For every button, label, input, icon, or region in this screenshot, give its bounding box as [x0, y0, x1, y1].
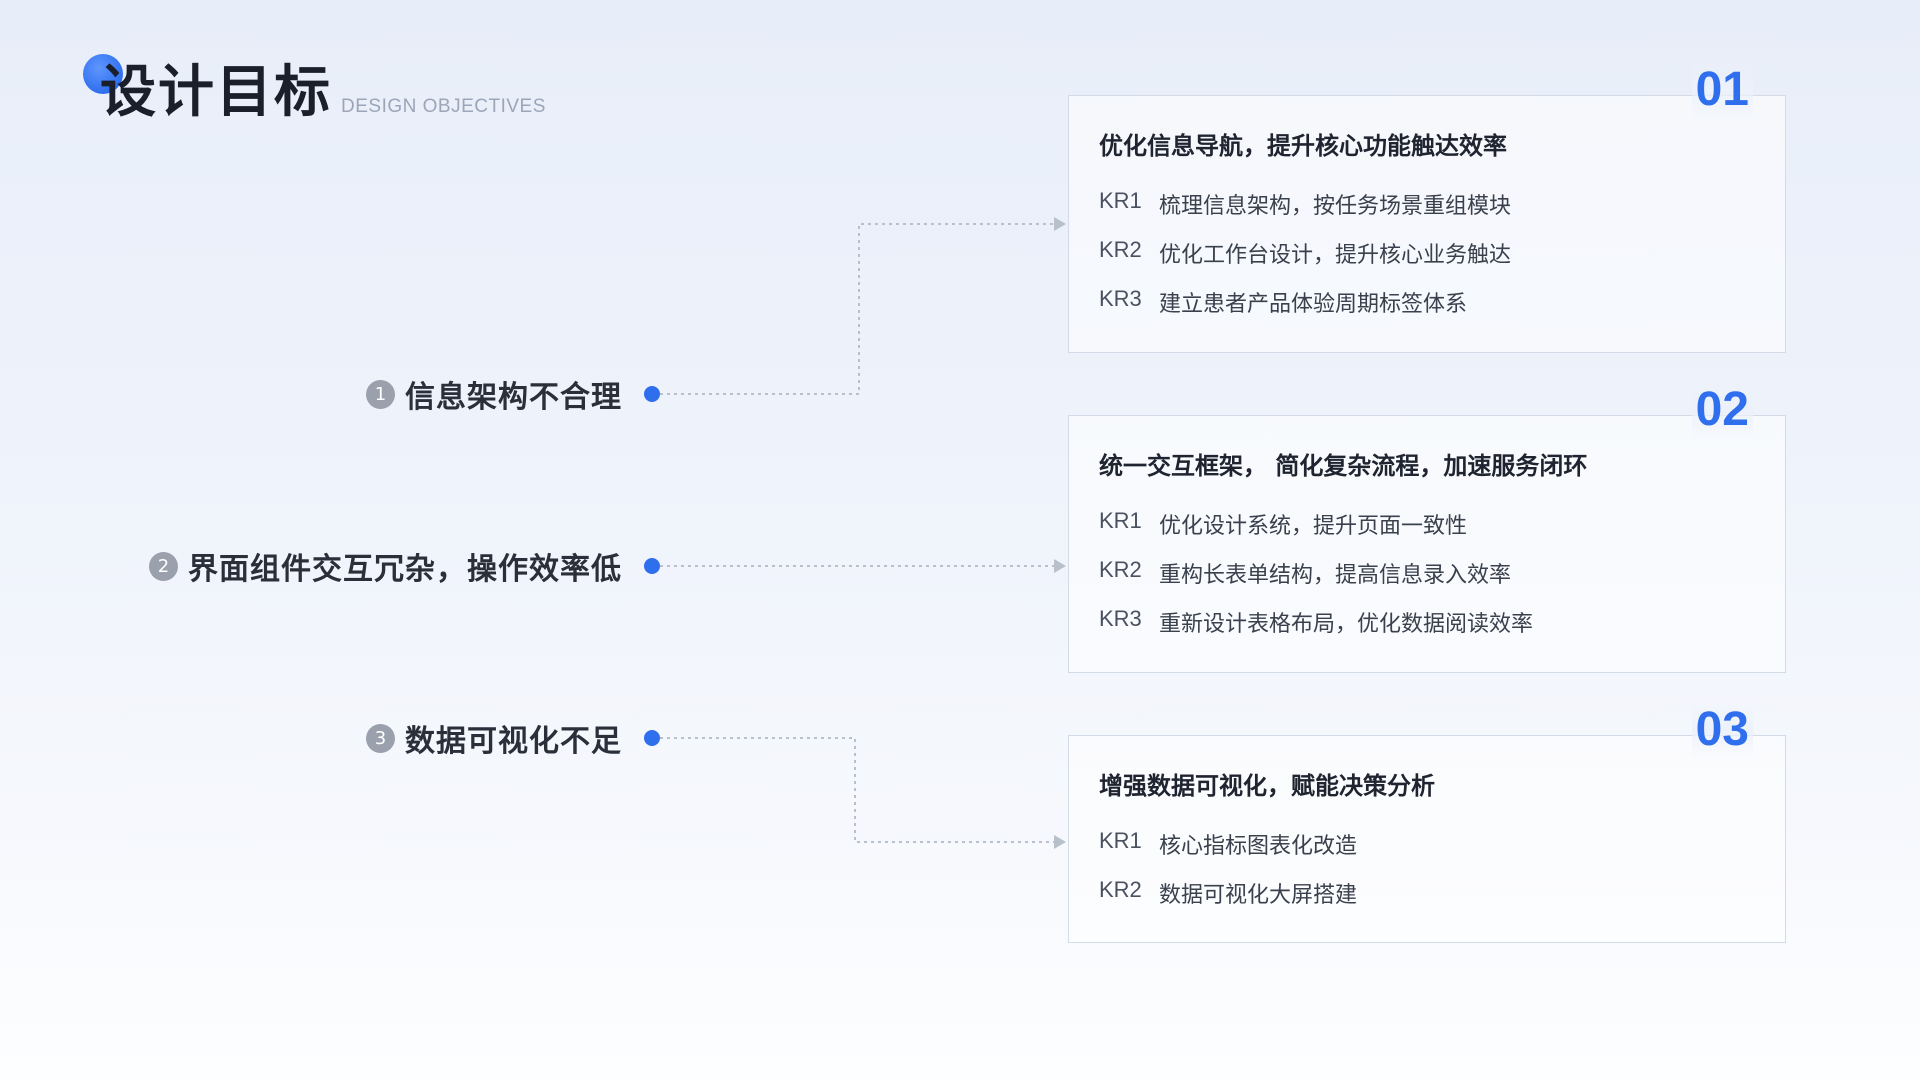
- problem-dot-2: [644, 558, 660, 574]
- problem-number-badge: 1: [366, 379, 395, 409]
- problem-dot-3: [644, 730, 660, 746]
- kr-row: KR2 重构长表单结构，提高信息录入效率: [1099, 557, 1511, 589]
- connector-arrow-2: [1054, 559, 1066, 573]
- connector-arrow-3: [1054, 835, 1066, 849]
- problem-dot-1: [644, 386, 660, 402]
- kr-row: KR3 重新设计表格布局，优化数据阅读效率: [1099, 606, 1533, 638]
- kr-code: KR1: [1099, 508, 1142, 533]
- connector-line-3: [660, 737, 1056, 843]
- problem-number-badge: 2: [149, 551, 178, 581]
- kr-code: KR1: [1099, 188, 1142, 213]
- kr-code: KR3: [1099, 286, 1142, 311]
- connector-line-1: [660, 223, 1056, 395]
- problem-label: 信息架构不合理: [405, 380, 622, 415]
- problem-item-2: 2 界面组件交互冗杂，操作效率低: [149, 544, 622, 588]
- objective-number: 01: [1691, 60, 1753, 120]
- kr-text: 优化设计系统，提升页面一致性: [1159, 514, 1468, 539]
- problem-label: 界面组件交互冗杂，操作效率低: [188, 552, 622, 587]
- kr-row: KR1 核心指标图表化改造: [1099, 828, 1357, 860]
- connector-arrow-1: [1054, 217, 1066, 231]
- objective-number: 02: [1691, 380, 1753, 440]
- kr-text: 重新设计表格布局，优化数据阅读效率: [1159, 612, 1534, 637]
- kr-code: KR2: [1099, 237, 1142, 262]
- kr-row: KR2 优化工作台设计，提升核心业务触达: [1099, 237, 1511, 269]
- kr-code: KR2: [1099, 557, 1142, 582]
- problem-item-1: 1 信息架构不合理: [366, 372, 622, 416]
- objective-heading: 统一交互框架， 简化复杂流程，加速服务闭环: [1099, 452, 1588, 480]
- problem-item-3: 3 数据可视化不足: [366, 716, 622, 760]
- page-subtitle: DESIGN OBJECTIVES: [341, 96, 546, 117]
- kr-text: 数据可视化大屏搭建: [1159, 883, 1358, 908]
- objective-heading: 增强数据可视化，赋能决策分析: [1099, 772, 1435, 800]
- kr-row: KR1 梳理信息架构，按任务场景重组模块: [1099, 188, 1511, 220]
- kr-row: KR1 优化设计系统，提升页面一致性: [1099, 508, 1467, 540]
- kr-text: 建立患者产品体验周期标签体系: [1159, 292, 1468, 317]
- objective-heading: 优化信息导航，提升核心功能触达效率: [1099, 132, 1507, 160]
- objective-card-1: 01 优化信息导航，提升核心功能触达效率 KR1 梳理信息架构，按任务场景重组模…: [1068, 60, 1786, 353]
- kr-text: 核心指标图表化改造: [1159, 834, 1358, 859]
- problem-number-badge: 3: [366, 723, 395, 753]
- objective-card-2: 02 统一交互框架， 简化复杂流程，加速服务闭环 KR1 优化设计系统，提升页面…: [1068, 380, 1786, 673]
- kr-text: 梳理信息架构，按任务场景重组模块: [1159, 194, 1512, 219]
- kr-code: KR3: [1099, 606, 1142, 631]
- title-accent-dot: [83, 54, 123, 94]
- kr-code: KR1: [1099, 828, 1142, 853]
- kr-text: 优化工作台设计，提升核心业务触达: [1159, 243, 1512, 268]
- kr-code: KR2: [1099, 877, 1142, 902]
- kr-row: KR3 建立患者产品体验周期标签体系: [1099, 286, 1467, 318]
- kr-row: KR2 数据可视化大屏搭建: [1099, 877, 1357, 909]
- kr-text: 重构长表单结构，提高信息录入效率: [1159, 563, 1512, 588]
- objective-number: 03: [1691, 700, 1753, 760]
- problem-label: 数据可视化不足: [405, 724, 622, 759]
- objective-card-3: 03 增强数据可视化，赋能决策分析 KR1 核心指标图表化改造 KR2 数据可视…: [1068, 700, 1786, 943]
- page-title: 设计目标: [100, 60, 332, 125]
